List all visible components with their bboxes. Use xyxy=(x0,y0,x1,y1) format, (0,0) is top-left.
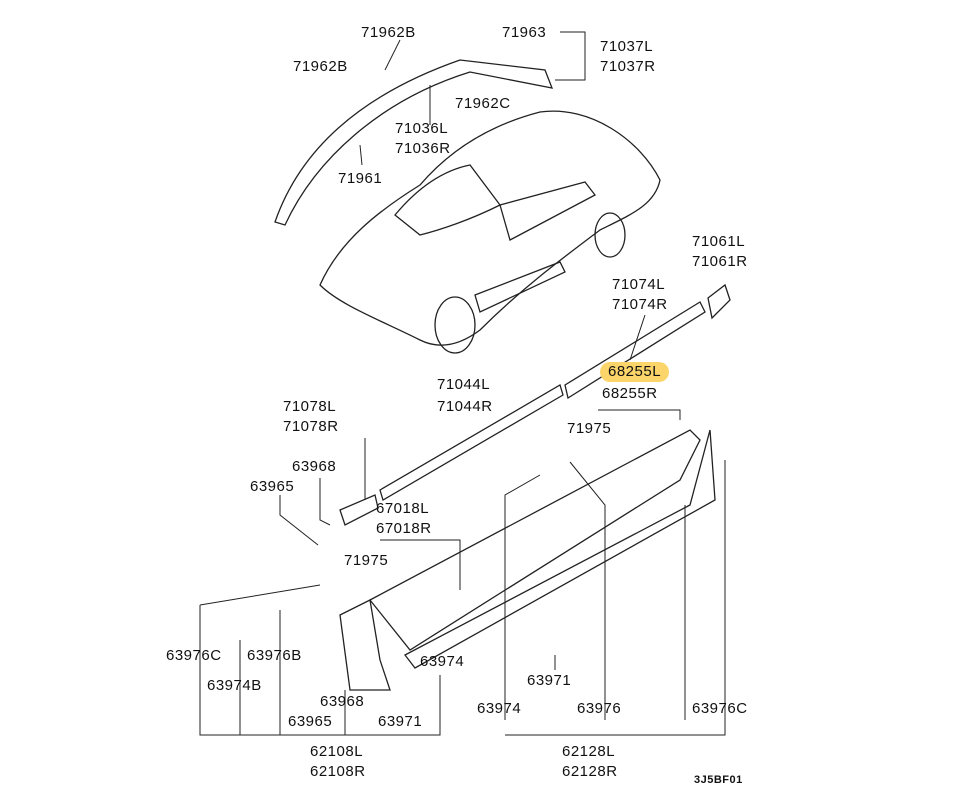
molding-71078 xyxy=(339,494,379,526)
molding-71044 xyxy=(379,384,564,501)
part-label: 67018L xyxy=(376,500,430,517)
part-label: 62128R xyxy=(562,763,618,780)
part-label: 63968 xyxy=(320,693,365,710)
part-label: 71036R xyxy=(395,140,451,157)
part-label: 63965 xyxy=(288,713,333,730)
part-label: 71962B xyxy=(293,58,348,75)
part-label: 63974 xyxy=(420,653,465,670)
rear-wheel xyxy=(594,212,626,258)
part-label: 71962B xyxy=(361,24,416,41)
part-label: 71037L xyxy=(600,38,654,55)
part-label: 71044R xyxy=(437,398,493,415)
part-label: 63971 xyxy=(378,713,423,730)
part-label: 68255R xyxy=(602,385,658,402)
part-label: 71962C xyxy=(455,95,511,112)
molding-71074 xyxy=(564,301,706,400)
part-label: 71975 xyxy=(344,552,389,569)
part-label: 63968 xyxy=(292,458,337,475)
part-label: 62128L xyxy=(562,743,616,760)
part-label: 63971 xyxy=(527,672,572,689)
part-label: 63976 xyxy=(577,700,622,717)
part-label: 71037R xyxy=(600,58,656,75)
part-label: 71061L xyxy=(692,233,746,250)
part-label: 63976C xyxy=(692,700,748,717)
front-wheel xyxy=(434,296,476,354)
part-label: 63965 xyxy=(250,478,295,495)
part-label: 62108R xyxy=(310,763,366,780)
car-body xyxy=(319,110,661,346)
molding-71061 xyxy=(707,283,731,320)
part-label: 63974B xyxy=(207,677,262,694)
part-label: 71036L xyxy=(395,120,449,137)
sill-lower xyxy=(404,429,716,669)
part-label: 62108L xyxy=(310,743,364,760)
part-label: 71963 xyxy=(502,24,547,41)
part-label: 63974 xyxy=(477,700,522,717)
part-label: 63976C xyxy=(166,647,222,664)
part-label: 71975 xyxy=(567,420,612,437)
part-label: 67018R xyxy=(376,520,432,537)
part-label: 71061R xyxy=(692,253,748,270)
part-label: 71044L xyxy=(437,376,491,393)
part-label: 71961 xyxy=(338,170,383,187)
part-label: 71078L xyxy=(283,398,337,415)
car-windshield xyxy=(394,164,501,236)
part-label: 63976B xyxy=(247,647,302,664)
car-side-molding xyxy=(474,261,566,313)
car-side-window xyxy=(499,181,596,241)
front-splash-62108 xyxy=(339,599,391,691)
part-label: 71074R xyxy=(612,296,668,313)
roof-molding xyxy=(274,59,554,226)
part-label: 71078R xyxy=(283,418,339,435)
part-label: 71074L xyxy=(612,276,666,293)
diagram-code: 3J5BF01 xyxy=(694,774,743,786)
highlighted-part-label[interactable]: 68255L xyxy=(600,362,670,382)
sill-panel-62128 xyxy=(369,429,701,651)
